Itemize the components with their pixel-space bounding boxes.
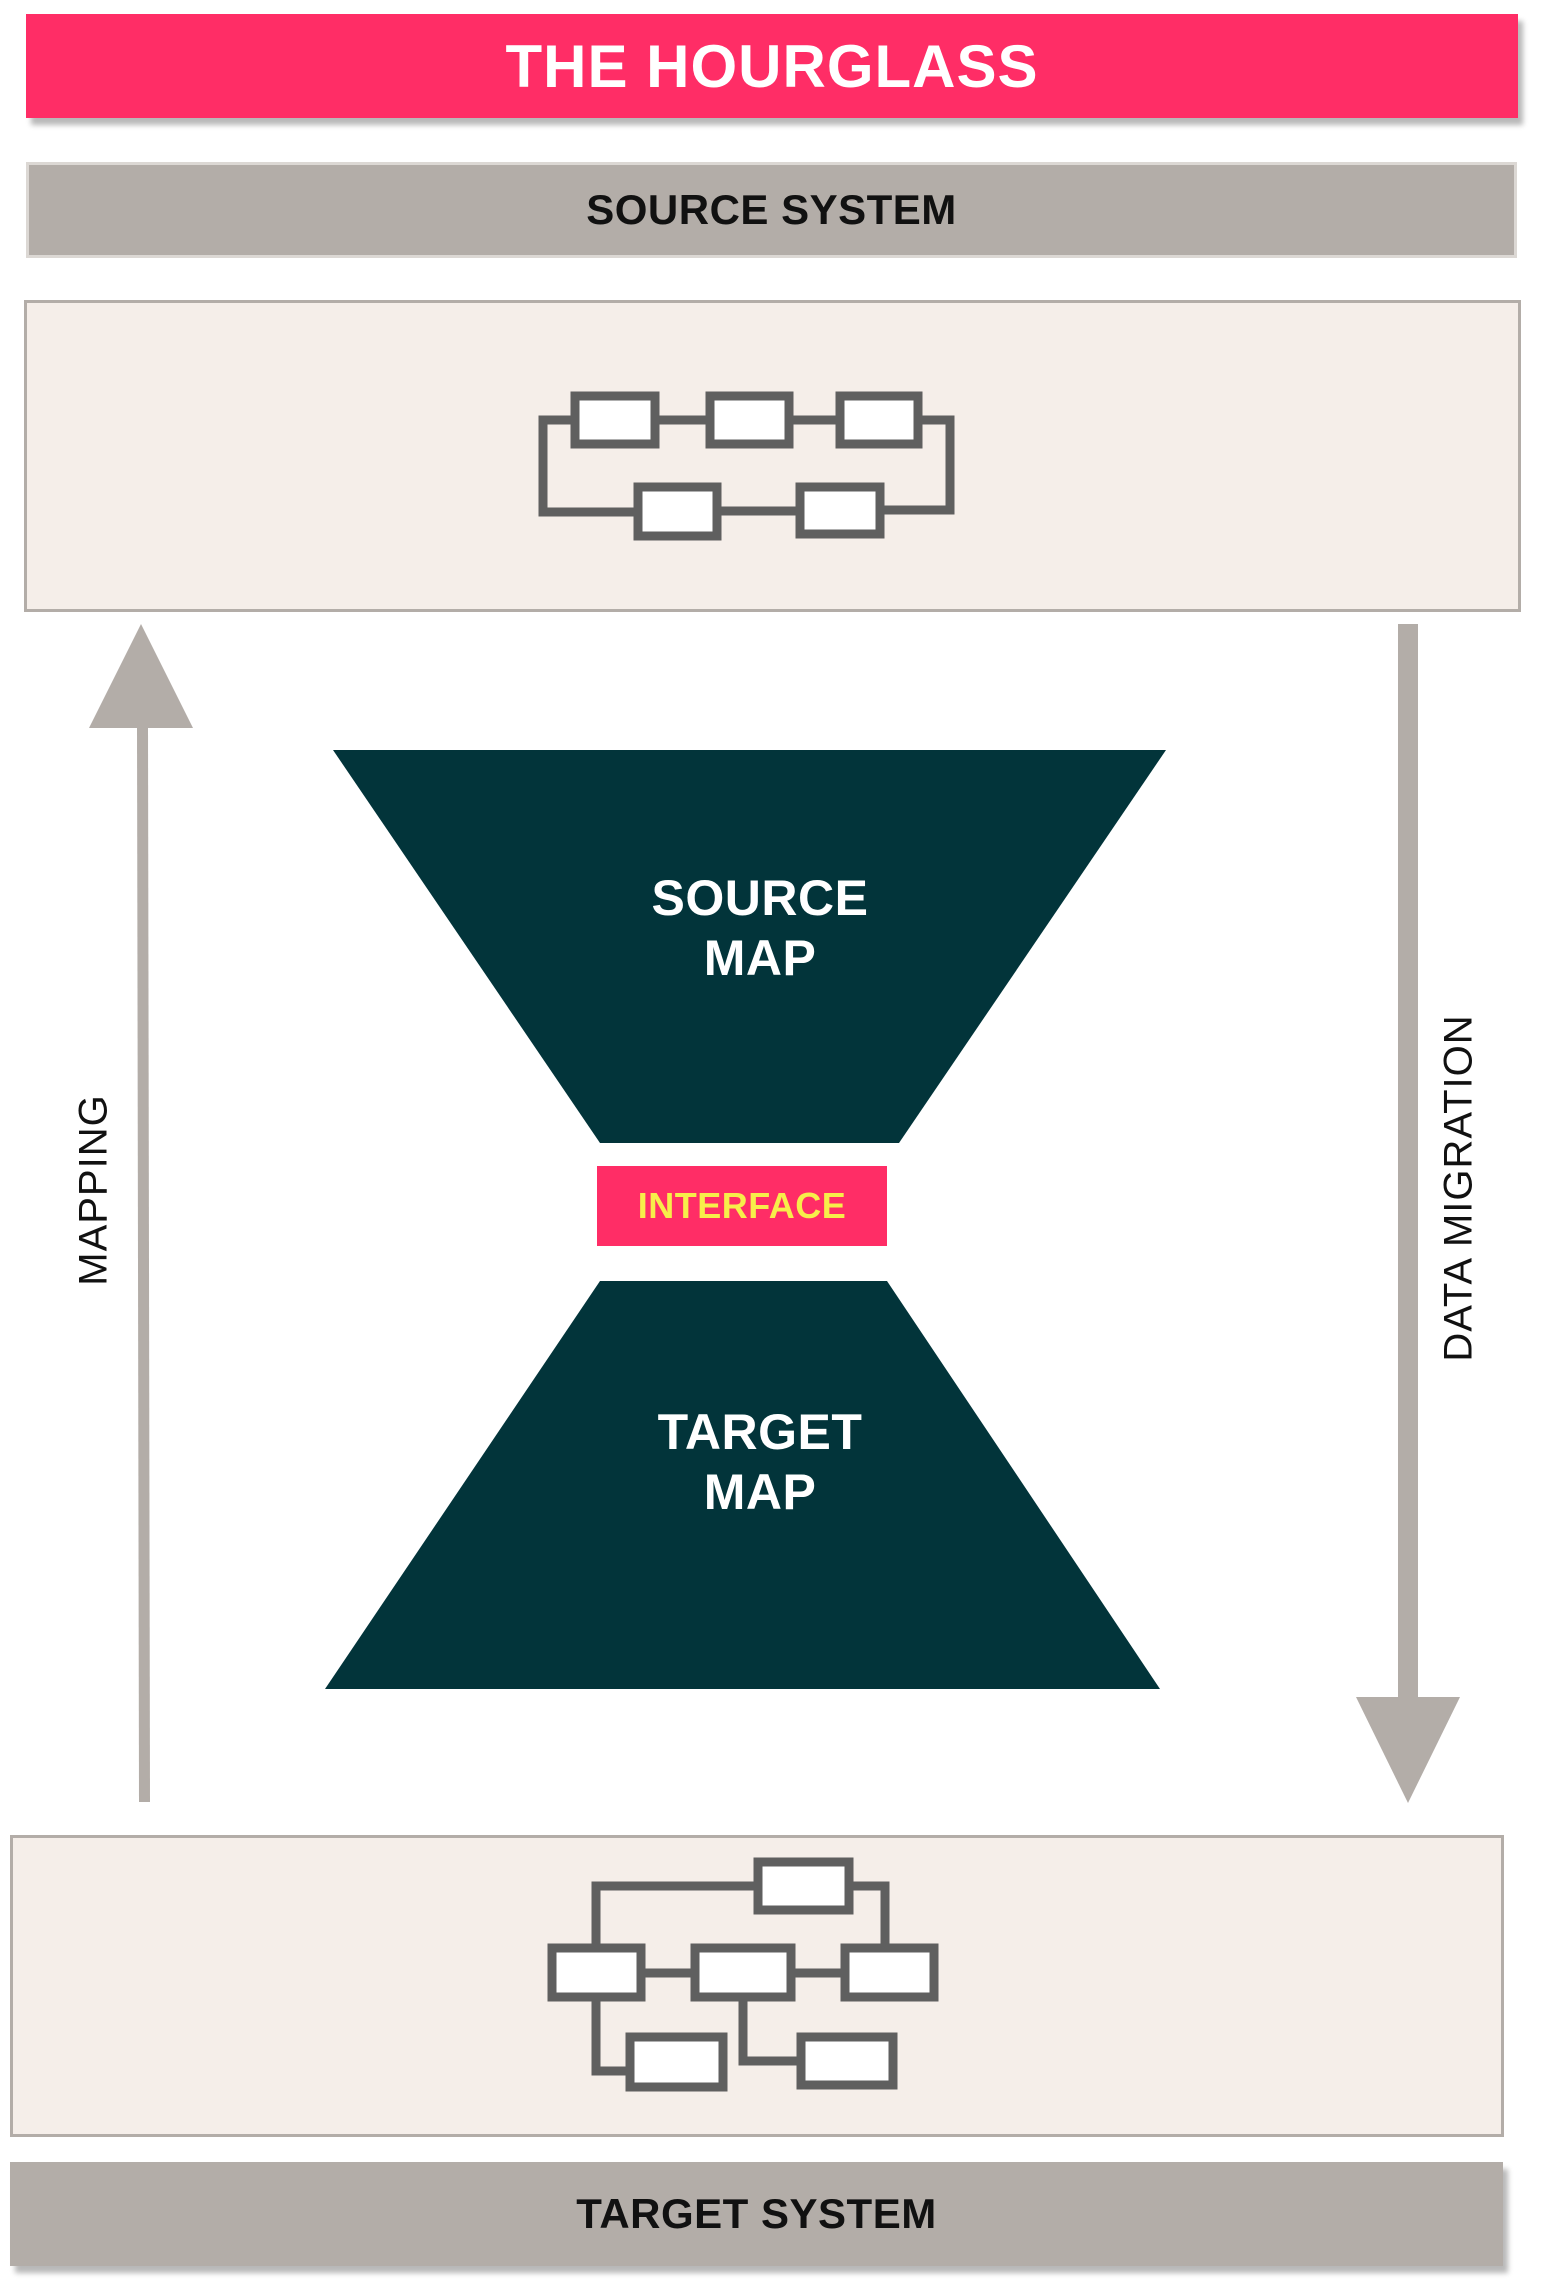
target-system-bar: TARGET SYSTEM <box>10 2162 1503 2266</box>
source-system-bar: SOURCE SYSTEM <box>26 162 1517 258</box>
source-map-label: SOURCE MAP <box>651 870 869 986</box>
target-map-funnel <box>325 1281 1160 1689</box>
title-banner: THE HOURGLASS <box>26 14 1518 118</box>
source-map-funnel <box>333 750 1166 1143</box>
source-system-panel <box>24 300 1521 612</box>
interface-box: INTERFACE <box>597 1166 887 1246</box>
mapping-arrow-up <box>89 624 193 1802</box>
source-system-label: SOURCE SYSTEM <box>586 186 957 233</box>
data-migration-arrow-down <box>1356 624 1460 1803</box>
interface-label: INTERFACE <box>637 1185 847 1226</box>
page-title: THE HOURGLASS <box>505 32 1039 100</box>
target-system-label: TARGET SYSTEM <box>576 2190 937 2237</box>
target-map-label: TARGET MAP <box>657 1404 863 1520</box>
